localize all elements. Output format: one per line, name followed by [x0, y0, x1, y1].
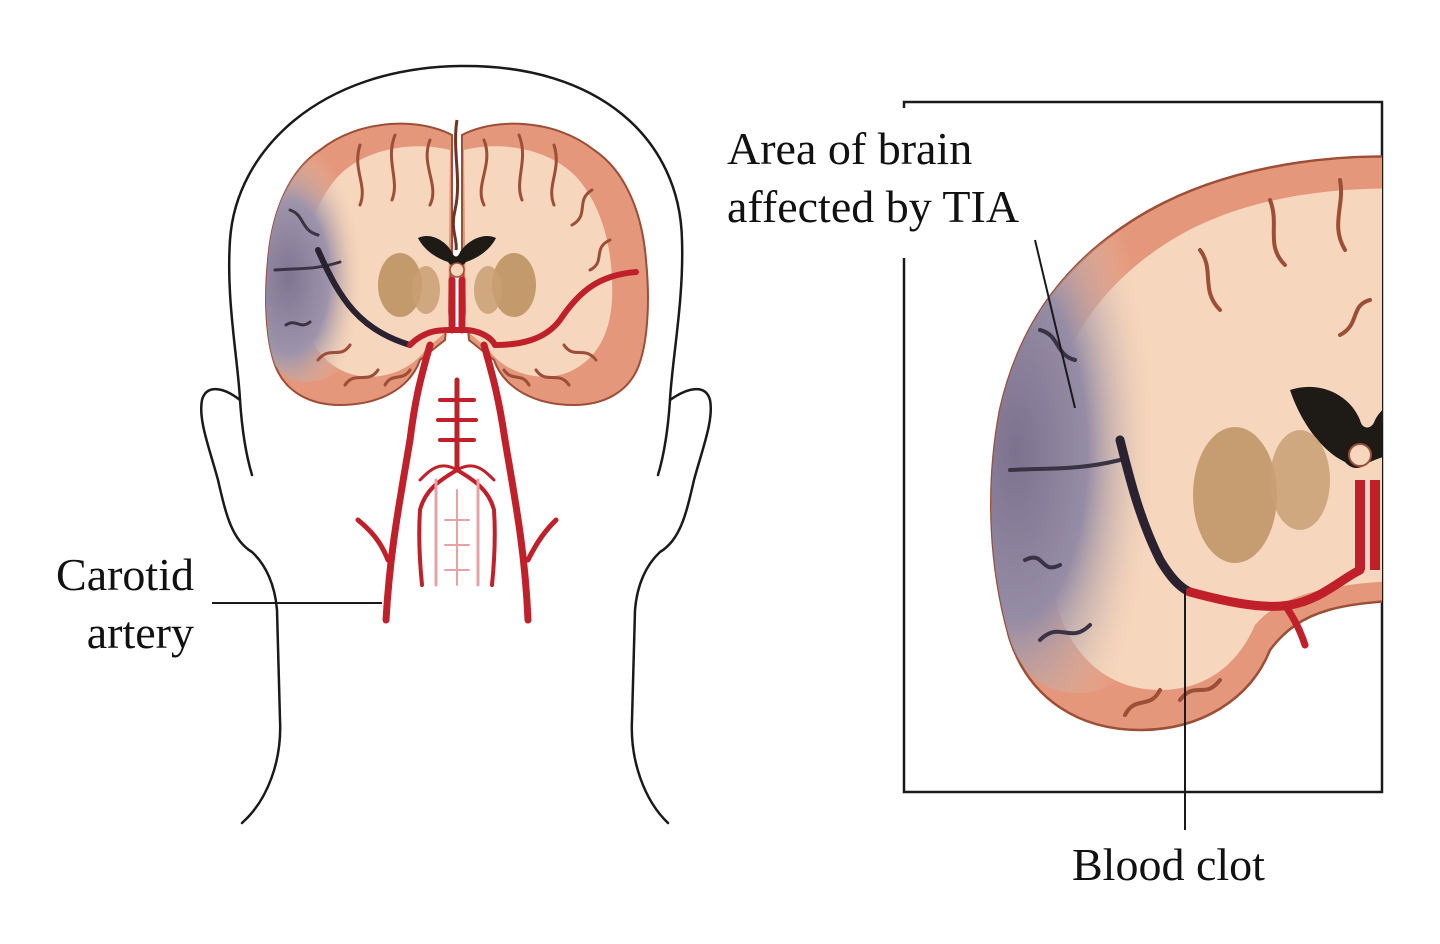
- zoomed-brain: [990, 155, 1382, 732]
- area-leader-line: [1034, 239, 1076, 409]
- arteries: [315, 247, 639, 624]
- affected-area-label: Area of brain affected by TIA: [727, 120, 1019, 236]
- area-label-line1: Area of brain: [727, 123, 973, 174]
- carotid-label-line1: Carotid: [56, 549, 194, 600]
- right-carotid-artery: [480, 341, 532, 624]
- blood-clot-label: Blood clot: [1072, 839, 1265, 890]
- area-label-line2: affected by TIA: [727, 181, 1020, 232]
- carotid-artery-label: Carotid artery: [26, 546, 194, 662]
- coronal-brain: [265, 119, 649, 407]
- left-carotid-artery: [382, 341, 434, 624]
- carotid-label-line2: artery: [86, 607, 194, 658]
- head-outline: [200, 64, 712, 825]
- ventricles: [418, 235, 496, 267]
